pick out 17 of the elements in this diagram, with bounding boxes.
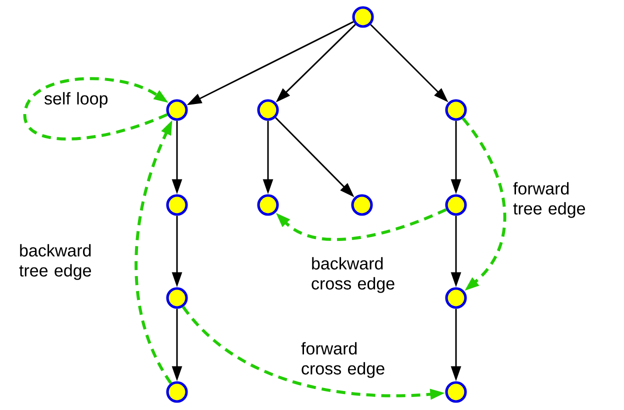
vertex-circle [166, 194, 188, 216]
edge-label: forward tree edge [513, 182, 586, 218]
vertex-circle [351, 194, 373, 216]
vertex-circle [445, 99, 467, 121]
vertex-circle [257, 194, 279, 216]
edge-label: forward cross edge [301, 342, 384, 378]
vertex-circle [445, 194, 467, 216]
vertex-circle [166, 381, 188, 403]
vertex-circle [166, 287, 188, 309]
vertex-circle [445, 381, 467, 403]
vertex-circle [352, 6, 374, 28]
edge-label: backward cross edge [312, 257, 394, 293]
vertex-circle [257, 99, 279, 121]
vertex-circle [445, 287, 467, 309]
vertex-circle [166, 99, 188, 121]
edge-label: backward tree edge [19, 244, 92, 280]
edge-label: self loop [44, 92, 108, 108]
